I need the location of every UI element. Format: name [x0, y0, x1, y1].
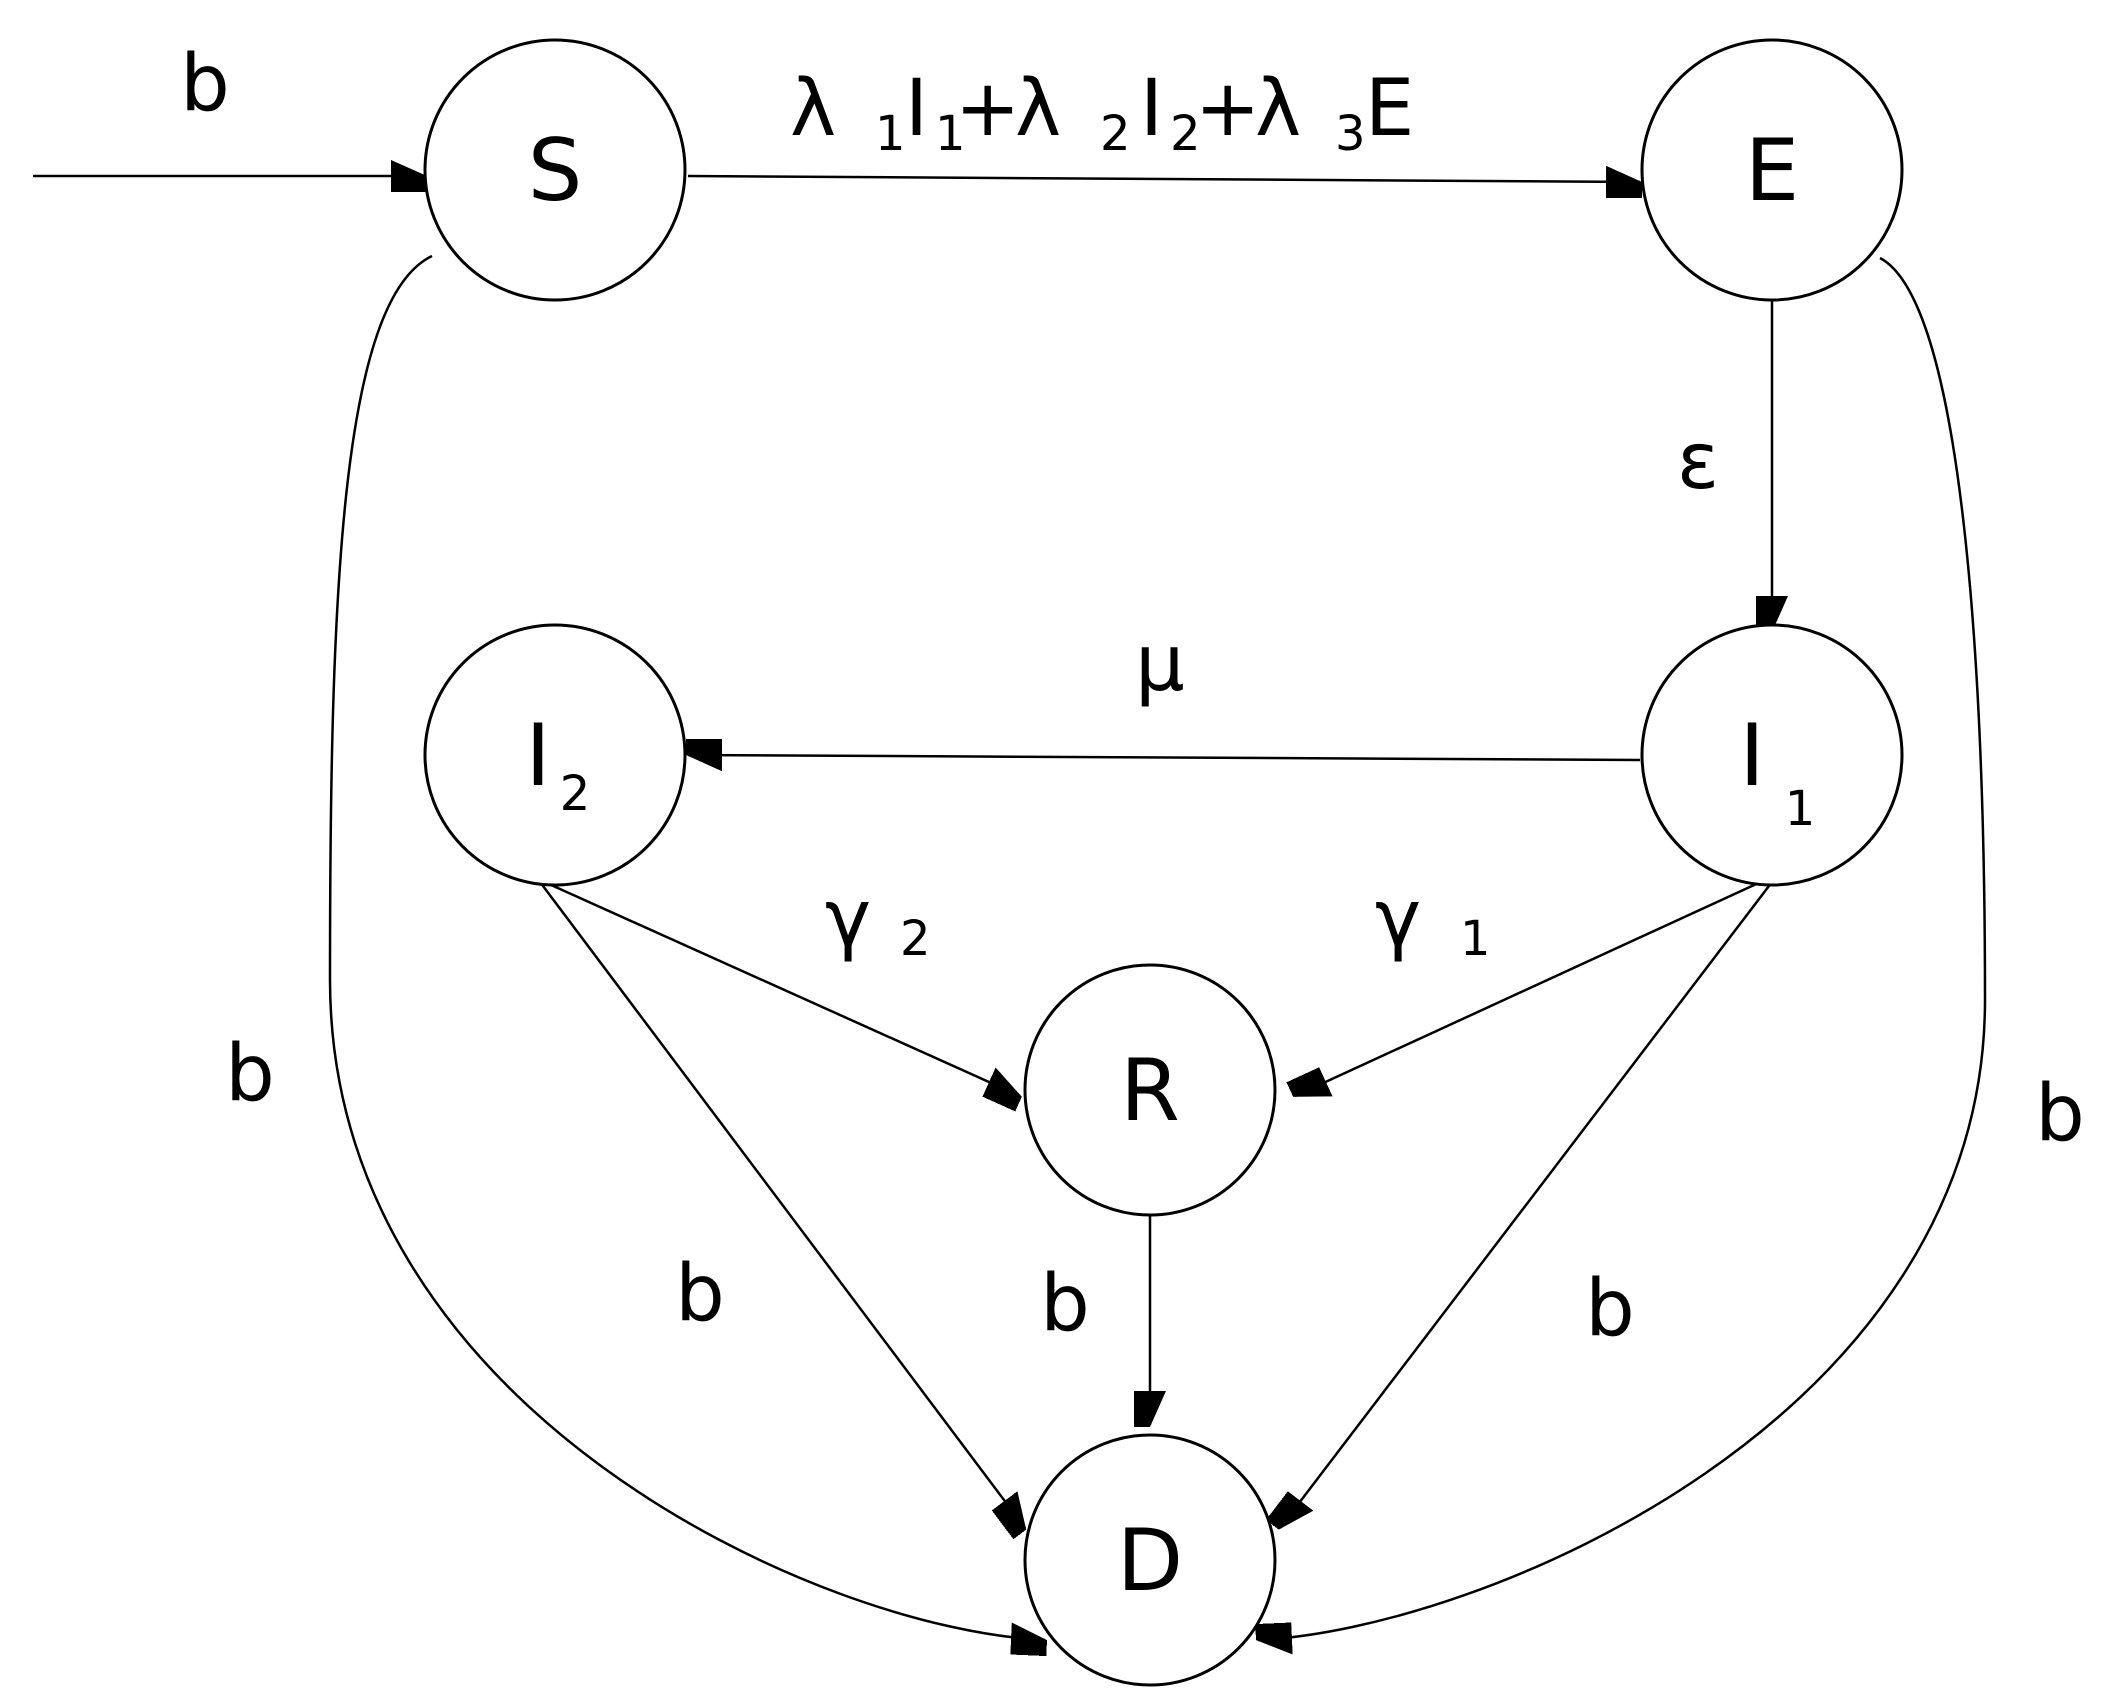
- i1-to-r-label: γ 1: [1375, 874, 1491, 967]
- i1-to-i2-label: μ: [1135, 619, 1185, 709]
- node-d-label: D: [1117, 1511, 1183, 1611]
- s-to-e-arrow: [687, 176, 1640, 182]
- svg-text:3: 3: [1335, 106, 1366, 162]
- e-to-d-label: b: [2035, 1069, 2085, 1159]
- node-i2-label: I: [525, 706, 550, 806]
- e-to-i1-label: ε: [1677, 417, 1719, 507]
- i2-to-r-arrow: [539, 878, 1020, 1096]
- e-to-d-arrow: [1258, 256, 1987, 1640]
- s-to-d-arrow: [328, 254, 1045, 1640]
- svg-text:1: 1: [1460, 911, 1491, 967]
- node-s: [423, 38, 687, 302]
- svg-text:+: +: [955, 64, 1020, 154]
- s-to-e-label: λ 1 I 1 + λ 2 I 2 + λ 3 E: [790, 64, 1414, 162]
- svg-text:I: I: [1140, 64, 1163, 154]
- inflow-label: b: [180, 39, 230, 129]
- node-i2-sub: 2: [560, 766, 591, 822]
- svg-text:2: 2: [1100, 106, 1131, 162]
- node-s-label: S: [528, 121, 583, 221]
- svg-text:γ: γ: [825, 874, 871, 964]
- i2-to-r-label: γ 2: [825, 874, 931, 967]
- svg-text:2: 2: [1170, 106, 1201, 162]
- svg-text:λ: λ: [1015, 64, 1061, 154]
- i1-to-d-label: b: [1585, 1264, 1635, 1354]
- node-e-label: E: [1745, 121, 1799, 221]
- svg-text:E: E: [1365, 64, 1414, 154]
- node-e: [1640, 38, 1904, 302]
- node-i1-label: I: [1739, 706, 1764, 806]
- svg-text:2: 2: [900, 911, 931, 967]
- svg-text:λ: λ: [790, 64, 836, 154]
- i2-to-d-arrow: [539, 881, 1025, 1528]
- svg-text:1: 1: [875, 106, 906, 162]
- node-d: [1023, 1433, 1277, 1687]
- node-r: [1023, 963, 1277, 1217]
- node-i1-sub: 1: [1785, 781, 1816, 837]
- r-to-d-label: b: [1040, 1259, 1090, 1349]
- svg-text:I: I: [905, 64, 928, 154]
- node-i2: [423, 623, 687, 887]
- s-to-d-label: b: [225, 1029, 275, 1119]
- node-r-label: R: [1120, 1041, 1180, 1141]
- svg-text:+: +: [1195, 64, 1260, 154]
- svg-text:γ: γ: [1375, 874, 1421, 964]
- node-i1: [1640, 623, 1904, 887]
- i1-to-i2-arrow: [688, 755, 1641, 760]
- svg-text:λ: λ: [1255, 64, 1301, 154]
- svg-text:1: 1: [935, 106, 966, 162]
- i1-to-r-arrow: [1295, 878, 1766, 1096]
- i2-to-d-label: b: [675, 1249, 725, 1339]
- i1-to-d-arrow: [1280, 881, 1773, 1528]
